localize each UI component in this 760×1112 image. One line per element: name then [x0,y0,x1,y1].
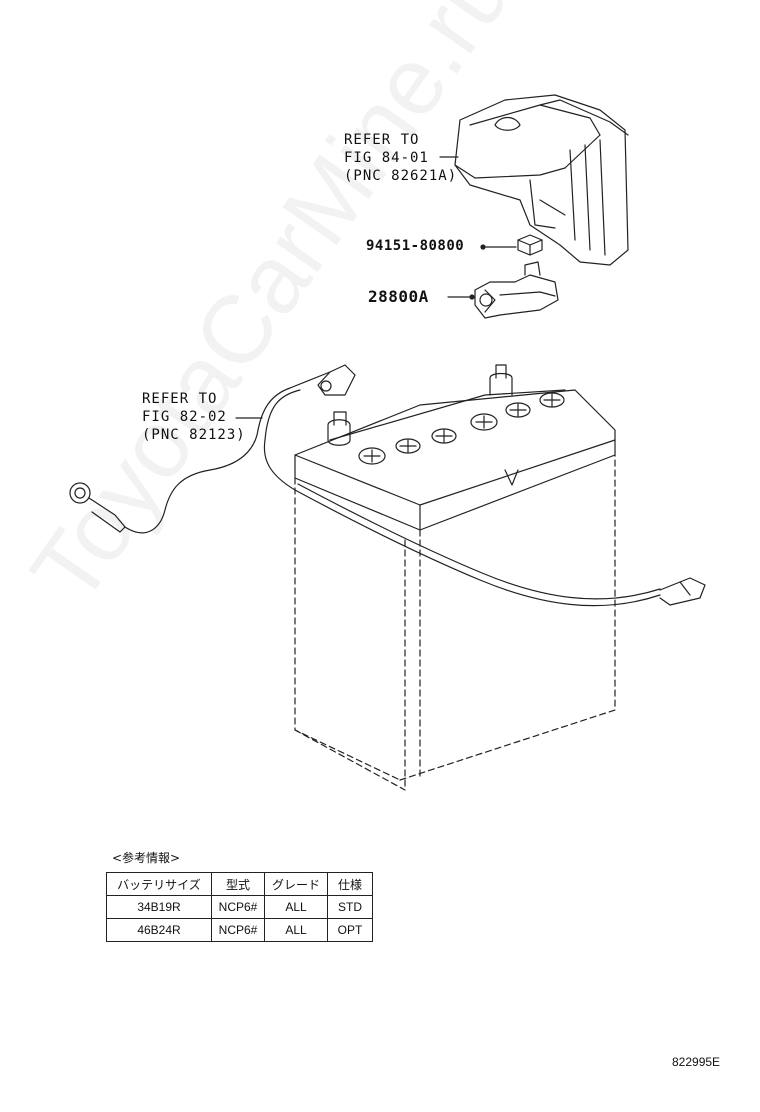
column-header: バッテリサイズ [106,872,212,896]
callout-line: REFER TO [142,391,218,407]
column-header: グレード [264,872,328,896]
battery-box [294,364,616,791]
table-cell: NCP6# [211,918,265,942]
table-cell: NCP6# [211,895,265,919]
column-header: 仕様 [327,872,373,896]
callout-line: (PNC 82621A) [344,168,458,184]
illustration-number: 822995E [672,1055,721,1069]
cable-reference-callout: REFER TO FIG 82-02 (PNC 82123) [142,390,246,444]
column-header: 型式 [211,872,265,896]
reference-info-heading: <参考情報> [112,851,181,865]
nut-part [517,234,543,256]
ground-cable [69,364,356,534]
table-cell: 34B19R [106,895,212,919]
callout-line: (PNC 82123) [142,427,246,443]
terminal-cover [454,94,629,266]
table-cell: 46B24R [106,918,212,942]
part-number-terminal[interactable]: 28800A [368,287,429,306]
table-cell: ALL [264,895,328,919]
part-number-nut[interactable]: 94151-80800 [366,238,465,254]
table-row: 34B19R NCP6# ALL STD [106,895,373,919]
table-row: 46B24R NCP6# ALL OPT [106,918,373,942]
table-cell: OPT [327,918,373,942]
callout-line: FIG 84-01 [344,150,429,166]
table-cell: ALL [264,918,328,942]
cover-reference-callout: REFER TO FIG 84-01 (PNC 82621A) [344,131,457,185]
table-header-row: バッテリサイズ 型式 グレード 仕様 [106,872,373,896]
callout-line: FIG 82-02 [142,409,227,425]
terminal-part [474,261,559,319]
table-cell: STD [327,895,373,919]
battery-reference-table: バッテリサイズ 型式 グレード 仕様 34B19R NCP6# ALL STD … [106,872,373,942]
callout-line: REFER TO [344,132,420,148]
positive-cable [294,483,706,607]
